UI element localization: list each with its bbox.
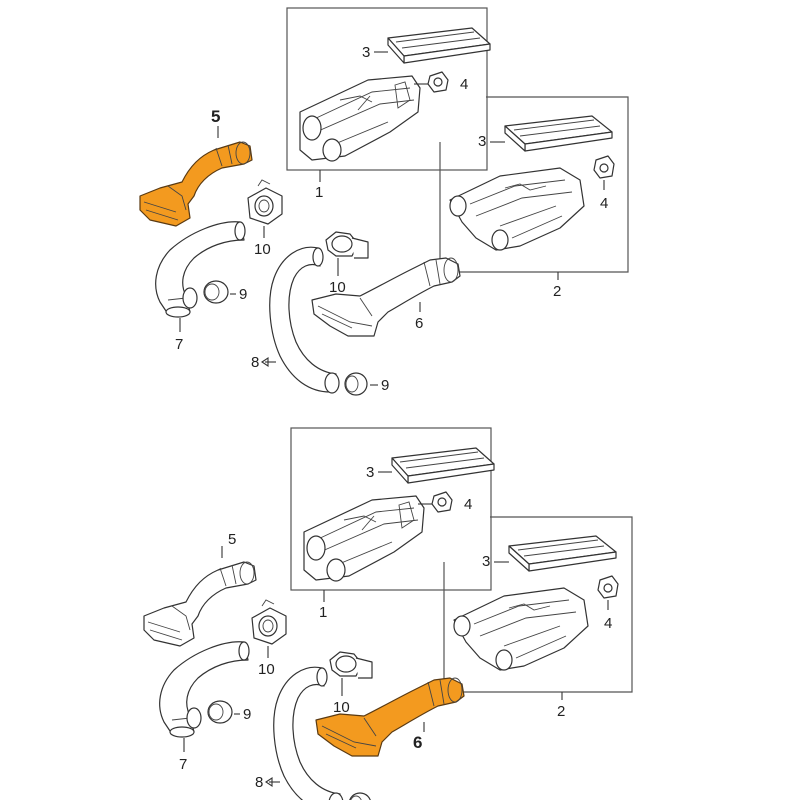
panel-top: 3 4 1 3 4 2 5 10 10 9 7 6 8 9 [139,7,629,396]
label-10a: 10 [258,661,275,678]
label-3a: 3 [362,44,370,61]
label-7: 7 [175,336,183,353]
air-duct-part-6-highlighted [315,677,465,757]
label-3a: 3 [366,464,374,481]
label-6: 6 [413,733,422,752]
label-3b: 3 [482,553,490,570]
label-5: 5 [228,531,236,548]
label-9a: 9 [239,286,247,303]
label-8: 8 [251,354,259,371]
label-9b: 9 [385,797,393,800]
air-duct-part-6 [311,257,461,337]
label-2: 2 [557,703,565,720]
air-duct-part-5-highlighted [139,141,253,227]
label-3b: 3 [478,133,486,150]
label-4b: 4 [604,615,612,632]
label-10b: 10 [329,279,346,296]
panel-bottom: 3 4 1 3 4 2 5 10 10 9 7 6 8 9 [143,427,633,800]
label-9a: 9 [243,706,251,723]
label-4b: 4 [600,195,608,212]
label-1: 1 [319,604,327,621]
label-4a: 4 [460,76,468,93]
label-5: 5 [211,107,220,126]
air-duct-part-5 [143,561,257,647]
label-10b: 10 [333,699,350,716]
label-7: 7 [179,756,187,773]
label-8: 8 [255,774,263,791]
label-10a: 10 [254,241,271,258]
label-6: 6 [415,315,423,332]
label-9b: 9 [381,377,389,394]
label-1: 1 [315,184,323,201]
label-2: 2 [553,283,561,300]
label-4a: 4 [464,496,472,513]
